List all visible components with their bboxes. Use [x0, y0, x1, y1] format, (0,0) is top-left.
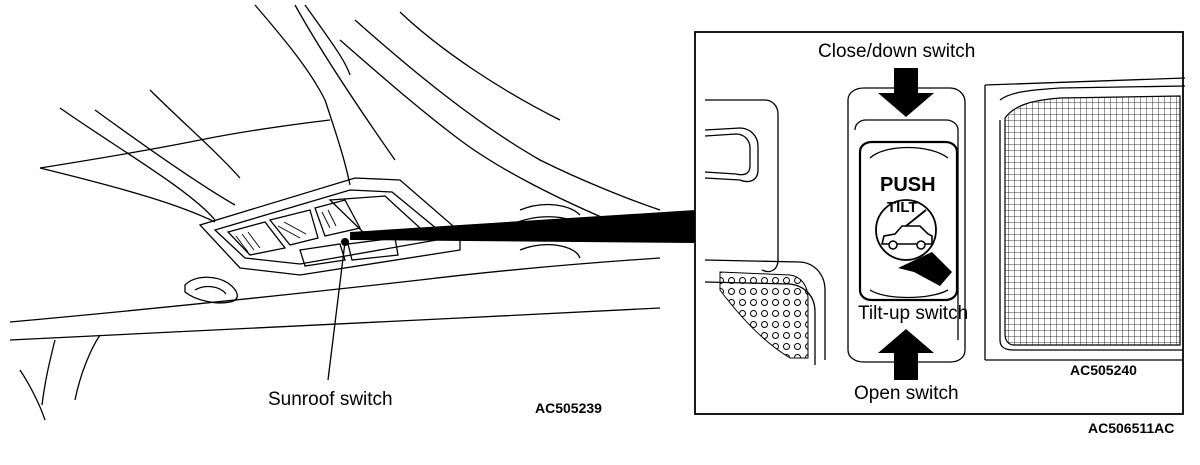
sheet-code: AC506511AC	[1088, 420, 1175, 436]
tilt-up-switch-label: Tilt-up switch	[858, 303, 969, 324]
detail-projection-wedge	[350, 210, 695, 243]
detail-figure-code: AC505240	[1070, 362, 1137, 378]
open-arrow	[878, 329, 934, 380]
push-text: PUSH	[880, 174, 936, 196]
close-down-arrow	[878, 68, 934, 117]
sunroof-switch-marker	[341, 238, 349, 246]
left-figure-code: AC505239	[535, 400, 602, 416]
close-down-switch-label: Close/down switch	[818, 41, 976, 62]
sunroof-switch-leader-line	[327, 241, 346, 381]
sunroof-switch-callout: Sunroof switch	[268, 389, 393, 410]
open-switch-label: Open switch	[854, 383, 959, 404]
tilt-text: TILT	[887, 199, 918, 216]
detail-background	[704, 77, 1186, 365]
detail-frame	[694, 31, 1184, 415]
roof-interior-view	[9, 4, 661, 421]
tilt-up-arrow	[898, 252, 952, 286]
right-speaker-grille	[1004, 95, 1181, 346]
left-speaker-grille	[719, 271, 809, 359]
